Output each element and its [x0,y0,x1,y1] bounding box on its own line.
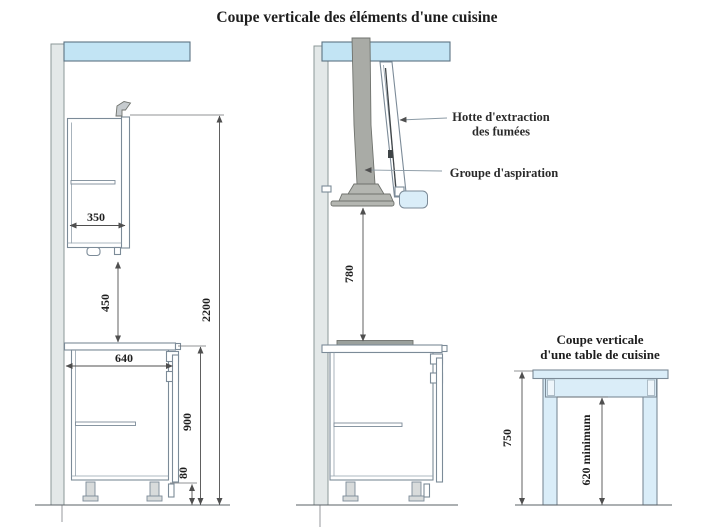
worktop-edge [174,342,182,351]
worktop-edge [441,344,448,353]
dim-knee-clearance-620: 620 minimum [557,396,608,505]
table-section: Coupe verticale d'une table de cuisine 7… [500,332,672,506]
ceiling [321,41,451,62]
svg-text:2200: 2200 [199,298,213,322]
kitchen-table [532,369,669,506]
dim-base-height-900: 900 [178,345,206,505]
dim-table-height-750: 750 [500,370,533,505]
base-cabinet-body [70,349,170,481]
svg-text:780: 780 [342,265,356,283]
table-title-line1: Coupe verticale [556,332,643,347]
wall-cabinet [66,101,132,257]
table-top [532,369,669,380]
cabinet-legs [342,481,431,502]
table-apron [544,377,658,398]
wall-support [321,185,332,193]
dim-worktop-640: 640 [65,351,173,369]
rod-adjuster [388,150,393,158]
aspiration-unit-box [399,190,428,209]
base-cabinet [321,340,448,502]
base-cabinet-shelf [75,421,136,426]
leg-tenon-right [647,379,655,396]
cabinet-legs [82,481,175,502]
wall [313,45,329,506]
base-cabinet-shelf [333,422,403,427]
svg-text:640: 640 [115,351,133,365]
door-bottom-edge [113,246,122,256]
svg-text:450: 450 [98,294,112,312]
dim-cabinet-depth-350: 350 [69,210,126,229]
hood-base-plate [330,200,395,207]
base-cabinet [63,342,182,502]
aspiration-label: Groupe d'aspiration [364,166,559,180]
worktop [321,344,443,354]
svg-text:750: 750 [500,429,514,447]
middle-section: Hotte d'extraction des fumées Groupe d'a… [296,37,559,527]
figure-title: Coupe verticale des éléments d'une cuisi… [216,9,497,26]
hood-label: Hotte d'extraction des fumées [399,110,550,139]
funnel-top [347,183,385,195]
leg-tenon-left [547,379,555,396]
svg-text:350: 350 [87,210,105,224]
dim-plinth-80: 80 [170,467,197,505]
svg-text:des fumées: des fumées [472,125,530,139]
left-section: 350 450 640 80 900 2200 [35,41,230,522]
extraction-hood [321,37,428,209]
svg-text:900: 900 [180,413,194,431]
wall-cabinet-door [120,116,131,249]
dim-gap-450: 450 [98,261,121,343]
svg-text:Hotte d'extraction: Hotte d'extraction [452,110,550,124]
wall-cabinet-shelf [70,180,116,185]
base-cabinet-door [171,354,180,483]
wall [50,43,65,506]
worktop [63,342,177,351]
funnel-base [338,193,394,202]
ceiling [63,41,191,62]
svg-text:620 minimum: 620 minimum [579,414,593,485]
hanging-bracket [115,101,132,117]
base-cabinet-door [435,357,444,483]
hood-canopy-panel [379,61,408,198]
svg-text:Groupe d'aspiration: Groupe d'aspiration [450,166,559,180]
table-title-line2: d'une table de cuisine [540,347,660,362]
under-cabinet-light [86,246,101,257]
svg-text:80: 80 [176,467,190,479]
dim-hood-clearance-780: 780 [342,207,366,342]
dim-total-height-2200: 2200 [130,114,224,505]
base-cabinet-body [329,351,434,481]
cooktop [336,340,414,346]
